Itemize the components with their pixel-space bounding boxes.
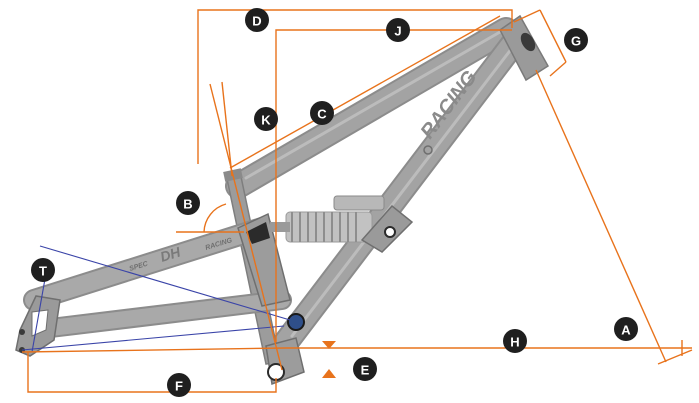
dimension-line-J [275,29,512,342]
badge-K: K [254,107,278,131]
bb-drop-marker-bottom-icon [322,369,336,378]
badge-F: F [167,373,191,397]
badge-T: T [31,258,55,282]
bike-frame: SPEC DH RACING RACING [15,14,550,386]
badge-E-label: E [361,363,370,378]
badge-H: H [503,329,527,353]
badge-F-label: F [175,379,183,394]
dimension-lines [21,9,693,393]
dimension-line-D [197,9,513,164]
badge-J: J [386,18,410,42]
badge-B-label: B [183,197,192,212]
badge-D: D [245,8,269,32]
badge-C: C [310,101,334,125]
badge-G-label: G [571,34,581,49]
badge-J-label: J [394,24,401,39]
badge-E: E [353,357,377,381]
dimension-line-A [535,69,667,363]
dimension-line-F [27,352,277,393]
seatstay-decal-mid: DH [158,243,183,264]
main-pivot [287,313,305,331]
reference-line-lower [21,325,285,351]
head-tube [499,14,550,82]
dimension-line-K [209,83,283,371]
badge-B: B [176,191,200,215]
rear-shock [270,195,385,243]
badge-T-label: T [39,264,47,279]
brand-logo-icon [423,145,433,155]
badge-D-label: D [252,14,261,29]
reference-line-upper [39,245,291,321]
badge-A: A [614,317,638,341]
badge-C-label: C [317,107,327,122]
dimension-line-G [513,9,541,23]
badge-G: G [564,28,588,52]
badge-A-label: A [621,323,631,338]
dimension-line-C [229,15,501,169]
badge-K-label: K [261,113,271,128]
badge-H-label: H [510,335,519,350]
bb-drop-marker-top-icon [322,341,336,349]
